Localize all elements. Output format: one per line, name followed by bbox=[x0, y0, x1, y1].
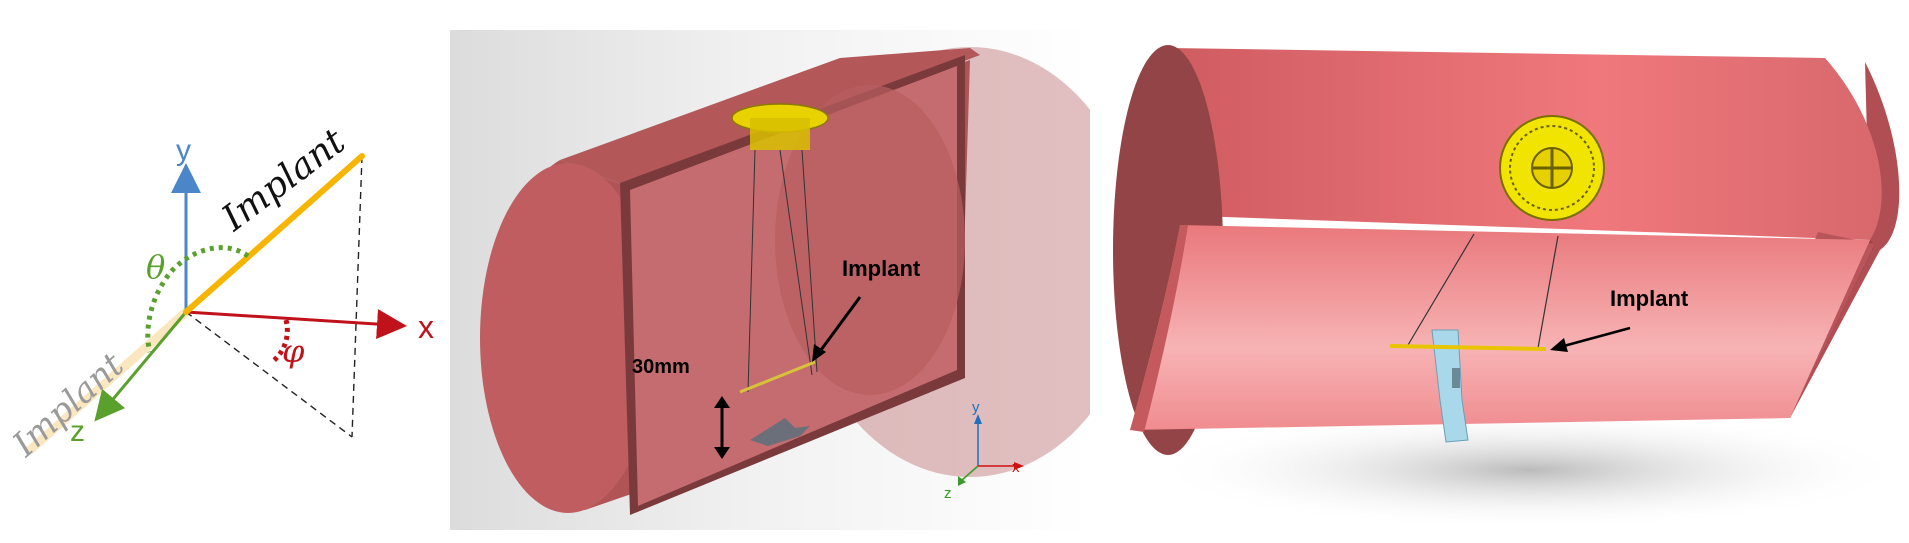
thread-right bbox=[801, 149, 818, 373]
implant-callout-line bbox=[1559, 326, 1631, 349]
z-axis-line bbox=[94, 311, 188, 422]
implant-callout-arrowhead bbox=[812, 344, 826, 362]
mini-y-arrowhead bbox=[974, 414, 982, 424]
interior-curve bbox=[775, 85, 965, 395]
theta-label: θ bbox=[146, 248, 165, 286]
implant-holder bbox=[1431, 329, 1469, 443]
implant-label: Implant bbox=[1610, 286, 1689, 311]
thread-left bbox=[747, 149, 756, 393]
distance-arrow-up bbox=[714, 396, 730, 408]
holder-clip bbox=[1452, 368, 1460, 388]
mini-z-axis bbox=[961, 465, 979, 481]
thread-right bbox=[1537, 235, 1559, 349]
implant-lower-label: Implant bbox=[5, 345, 132, 465]
coordinate-diagram: y x z θ φ Implant Implant bbox=[0, 0, 450, 543]
thread-mid bbox=[779, 149, 813, 376]
implant-segment bbox=[183, 153, 365, 315]
tunnel-floor bbox=[1130, 225, 1870, 430]
mini-x-arrowhead bbox=[1014, 462, 1024, 470]
cutaway-chamber-view: 30mm Implant y x z bbox=[450, 0, 1090, 543]
implant-holder bbox=[750, 418, 810, 446]
projection-dashed-diagonal bbox=[185, 311, 353, 438]
x-axis-label: x bbox=[418, 309, 434, 345]
mini-x-label: x bbox=[1012, 459, 1020, 476]
mini-y-label: y bbox=[972, 399, 980, 416]
implant-rod bbox=[1389, 344, 1547, 351]
mini-z-arrowhead bbox=[958, 476, 966, 486]
implant-rod bbox=[739, 360, 816, 394]
distance-arrow-down bbox=[714, 447, 730, 459]
implant-faded-segment bbox=[25, 307, 191, 455]
x-axis-line bbox=[185, 309, 407, 340]
thread-left bbox=[1407, 233, 1475, 346]
phi-label: φ bbox=[282, 332, 305, 370]
ground-shadow bbox=[1150, 410, 1909, 530]
implant-callout-line bbox=[816, 296, 862, 355]
phi-arc bbox=[270, 319, 290, 364]
open-chamber-view: Implant bbox=[1090, 0, 1909, 543]
top-dial-ring bbox=[1509, 125, 1595, 211]
implant-label: Implant bbox=[842, 256, 921, 281]
near-end-cap bbox=[480, 163, 656, 513]
projection-dashed-vertical bbox=[351, 155, 363, 438]
floor-left-edge bbox=[1130, 225, 1188, 432]
mini-z-label: z bbox=[944, 485, 952, 502]
implant-callout-arrowhead bbox=[1550, 338, 1568, 352]
top-dial-mount bbox=[750, 118, 810, 150]
y-axis-label: y bbox=[176, 134, 191, 167]
distance-label: 30mm bbox=[632, 356, 690, 378]
z-axis-label: z bbox=[70, 415, 85, 448]
